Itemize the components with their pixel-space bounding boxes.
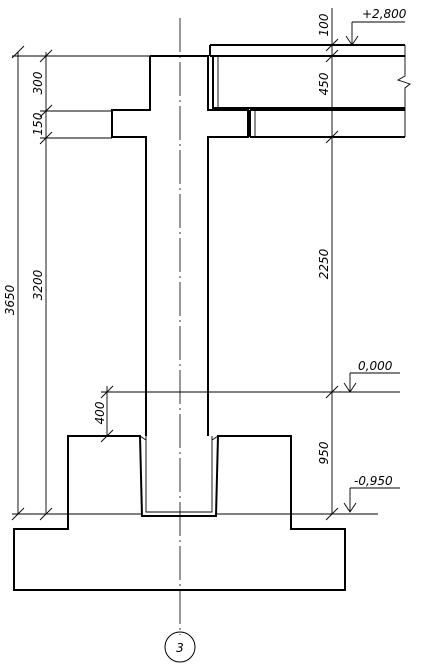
dim-tick xyxy=(325,49,339,63)
socket-taper-right xyxy=(211,435,219,441)
dim-text-bracket: 150 xyxy=(31,112,45,135)
dim-tick xyxy=(325,38,339,52)
dim-text-socket-depth: 950 xyxy=(317,441,331,464)
axis-marker-circle xyxy=(164,631,196,663)
column-in-socket xyxy=(145,436,213,513)
dim-text-clear-height: 2250 xyxy=(317,248,331,279)
slab-outline xyxy=(209,44,405,57)
column-outline xyxy=(111,55,249,436)
break-mark xyxy=(396,68,411,98)
level-arrow-zero xyxy=(343,373,357,393)
level-arrow-bottom xyxy=(343,488,357,513)
dim-text-slab: 100 xyxy=(317,13,331,36)
foundation-outline xyxy=(13,435,346,591)
beam-outline xyxy=(212,56,405,110)
dim-text-total: 3650 xyxy=(3,284,17,315)
socket-taper-left xyxy=(139,435,147,441)
axis-label: 3 xyxy=(176,641,184,655)
dim-text-beam-rib: 450 xyxy=(317,72,331,95)
dim-tick xyxy=(325,130,339,144)
dim-tick xyxy=(325,385,339,399)
level-text-top: +2,800 xyxy=(362,7,407,21)
level-text-zero: 0,000 xyxy=(358,359,393,373)
dim-text-socket-offset: 400 xyxy=(93,401,107,424)
lower-beam-outline xyxy=(249,109,405,138)
level-text-bottom: -0,950 xyxy=(354,474,393,488)
level-arrow-top xyxy=(345,22,359,46)
dim-text-column-height: 3200 xyxy=(31,269,45,300)
dim-text-beam-depth: 300 xyxy=(31,71,45,94)
dim-tick xyxy=(100,429,114,443)
